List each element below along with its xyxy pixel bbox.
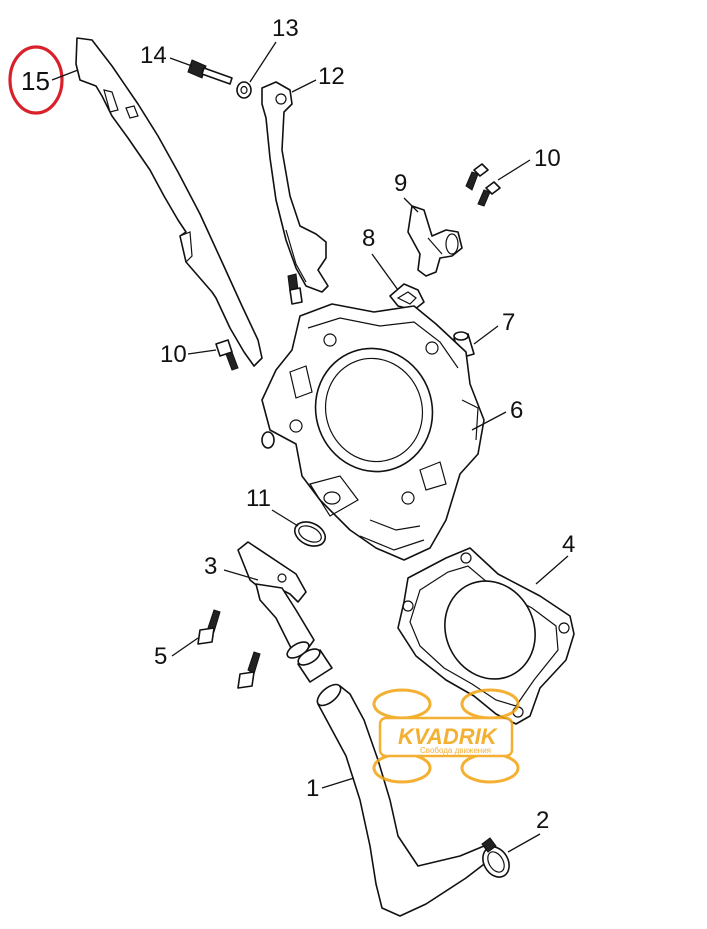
callout-5: 5: [154, 637, 199, 670]
arm-pivot-bolt: [287, 273, 303, 305]
callout-7-label: 7: [502, 309, 515, 336]
callout-6-label: 6: [510, 397, 523, 424]
part-14-bolt: [187, 59, 233, 85]
callout-15: 15: [8, 45, 79, 115]
part-11-oring: [293, 521, 327, 547]
callout-6: 6: [471, 397, 523, 431]
callout-14: 14: [140, 42, 193, 69]
callout-2-label: 2: [536, 807, 549, 834]
callout-1-label: 1: [306, 775, 319, 802]
part-1-coolant-hose: [316, 683, 493, 917]
part-2-hose-clamp: [481, 837, 510, 878]
callout-11: 11: [246, 485, 299, 527]
part-12-tensioner-arm: [261, 81, 329, 293]
callout-10-left-label: 10: [160, 341, 187, 368]
highlight-circle: [8, 45, 64, 115]
watermark-tagline: Свобода движения: [420, 746, 491, 755]
kvadrik-watermark: KVADRIK Свобода движения: [372, 688, 520, 784]
callout-3: 3: [204, 553, 259, 581]
part-4-base-gasket: [397, 547, 575, 725]
part-6-cylinder: [261, 303, 485, 561]
watermark-brand: KVADRIK: [398, 724, 499, 749]
callout-9-label: 9: [394, 170, 407, 197]
part-3-coolant-flange: [237, 541, 315, 659]
part-5-bolts: [197, 609, 261, 689]
watermark-box: [378, 716, 514, 758]
callout-2: 2: [507, 807, 549, 853]
callout-5-label: 5: [154, 643, 167, 670]
part-13-washer: [236, 81, 252, 99]
callout-10-upper: 10: [497, 145, 561, 181]
callout-12: 12: [291, 63, 345, 93]
callout-11-label: 11: [246, 485, 271, 512]
callout-8-label: 8: [362, 225, 375, 252]
callout-14-label: 14: [140, 42, 167, 69]
callout-8: 8: [362, 225, 399, 291]
callout-13: 13: [249, 15, 299, 83]
callout-7: 7: [473, 309, 515, 345]
callout-4-label: 4: [562, 531, 575, 558]
part-8-gasket: [389, 283, 425, 311]
part-10-bolt-left: [215, 339, 239, 371]
callout-4: 4: [535, 531, 575, 585]
callout-12-label: 12: [318, 63, 345, 90]
hose-coupling-ring: [297, 648, 333, 683]
callout-15-label: 15: [21, 66, 50, 96]
callout-10-left: 10: [160, 341, 217, 368]
callout-13-label: 13: [272, 15, 299, 42]
callout-9: 9: [394, 170, 419, 213]
callout-10-upper-label: 10: [534, 145, 561, 172]
part-9-tensioner: [407, 205, 463, 277]
part-10-bolts-upper: [465, 163, 501, 207]
callout-3-label: 3: [204, 553, 217, 580]
callout-1: 1: [306, 775, 355, 802]
part-15-chain-guide: [75, 37, 263, 367]
